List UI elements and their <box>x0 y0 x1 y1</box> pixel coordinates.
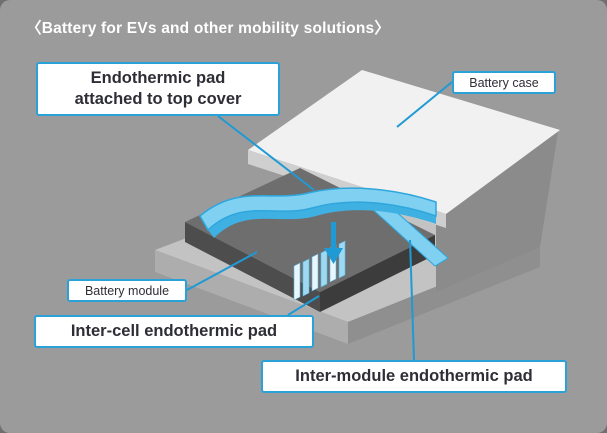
battery-case-right-wall <box>436 132 558 292</box>
cell-strip <box>302 258 310 297</box>
leader-line-top-cover-pad <box>217 115 315 191</box>
insertion-arrow-icon <box>324 222 343 264</box>
label-top-cover-pad-line2: attached to top cover <box>74 90 242 108</box>
leader-line-inter-module <box>409 239 415 361</box>
diagram-title: 〈Battery for EVs and other mobility solu… <box>26 20 391 37</box>
label-inter-module-pad: Inter-module endothermic pad <box>261 360 567 393</box>
leader-line-battery-module <box>186 251 258 291</box>
cell-strip <box>320 249 328 288</box>
leader-line-inter-cell <box>287 295 320 316</box>
battery-module-front-left <box>185 222 320 312</box>
label-battery-module: Battery module <box>67 279 187 302</box>
battery-case-top-cover <box>248 70 560 214</box>
label-battery-case-text: Battery case <box>469 75 539 90</box>
label-inter-cell-pad-text: Inter-cell endothermic pad <box>70 322 278 341</box>
cell-strip <box>338 240 346 279</box>
insertion-arrow-shaft <box>331 222 336 250</box>
label-battery-case: Battery case <box>452 71 556 94</box>
cell-strip <box>311 253 319 292</box>
label-inter-module-pad-text: Inter-module endothermic pad <box>295 367 533 386</box>
leader-line-battery-case <box>396 81 453 128</box>
label-top-cover-pad: Endothermic pad attached to top cover <box>36 62 280 116</box>
endothermic-pad-ribbon <box>199 187 437 232</box>
label-inter-cell-pad: Inter-cell endothermic pad <box>34 315 314 348</box>
cell-strip <box>293 262 301 301</box>
battery-module-front-right <box>320 235 435 312</box>
label-battery-module-text: Battery module <box>84 283 170 298</box>
battery-case-base-front-right <box>348 245 540 344</box>
label-top-cover-pad-line1: Endothermic pad <box>90 69 226 88</box>
inter-cell-pads <box>293 240 346 301</box>
insertion-arrow-head <box>324 248 343 264</box>
